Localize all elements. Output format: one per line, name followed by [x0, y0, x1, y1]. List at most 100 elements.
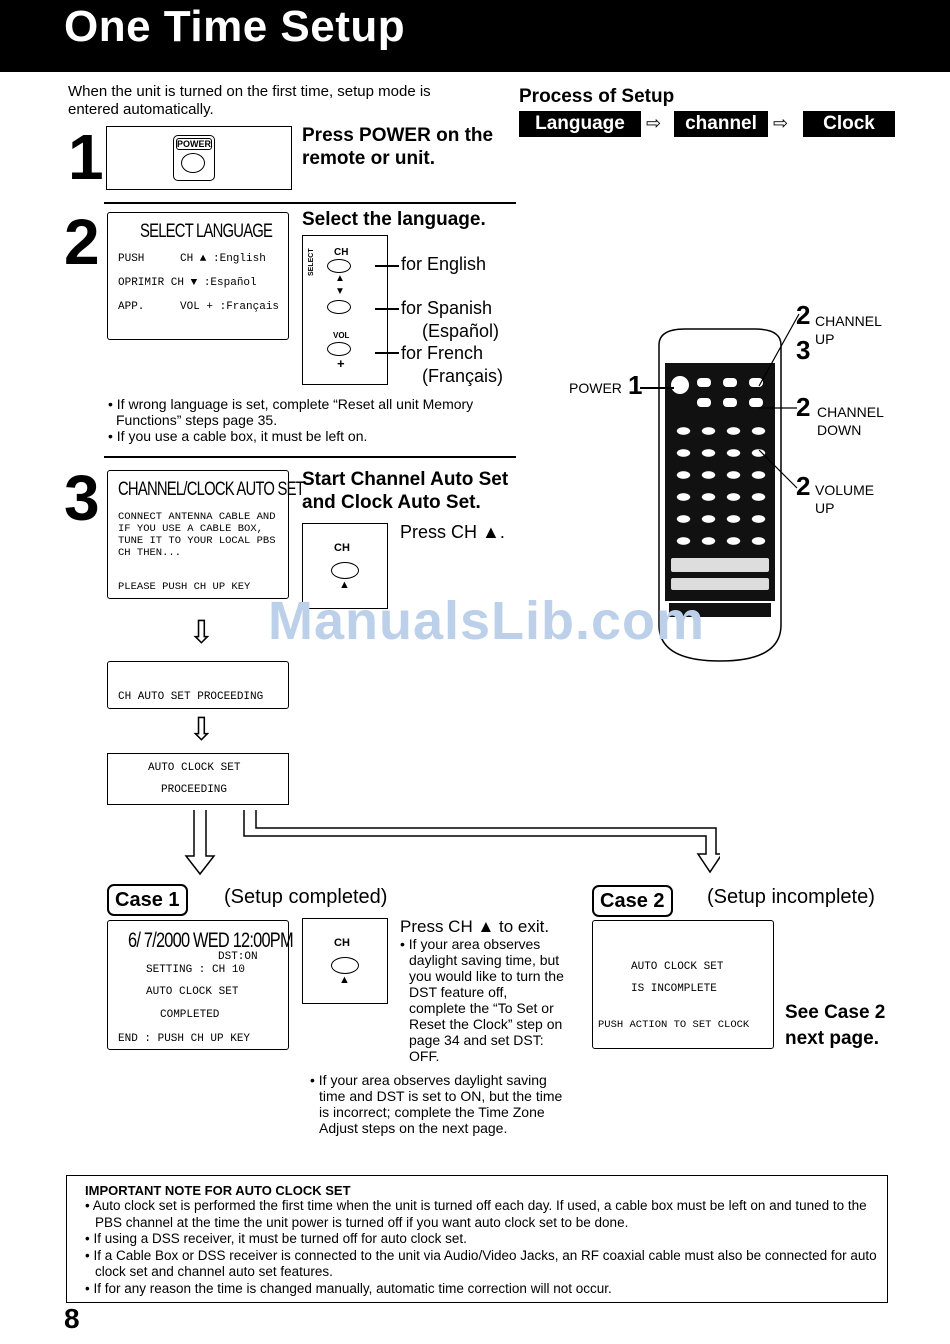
step-1-instruction: Press POWER on the remote or unit. [302, 125, 494, 169]
vol-up-label: VOLUME UP [815, 482, 875, 516]
note-title: IMPORTANT NOTE FOR AUTO CLOCK SET [85, 1183, 351, 1198]
screen-row: OPRIMIR CH ▼ :Español [118, 277, 257, 289]
francais-label: (Français) [422, 366, 504, 386]
screen-row-text: APP. [118, 301, 145, 313]
power-button-icon [671, 376, 689, 394]
remote-button-icon [749, 398, 763, 407]
case-2-screen: AUTO CLOCK SET IS INCOMPLETE PUSH ACTION… [592, 920, 774, 1049]
remote-button-grid [667, 366, 773, 600]
case-2-status: (Setup incomplete) [707, 886, 875, 908]
tz-note: • If your area observes daylight saving … [310, 1072, 563, 1136]
screen-title: CHANNEL/CLOCK AUTO SET [118, 479, 305, 500]
process-step-clock: Clock [803, 111, 895, 137]
leader-line [375, 265, 399, 267]
page-number: 8 [64, 1303, 80, 1334]
screen-row-text: PUSH [118, 253, 145, 265]
note-item: If for any reason the time is changed ma… [81, 1281, 877, 1298]
power-button-label: POWER [176, 138, 212, 150]
see-case-2: See Case 2 next page. [785, 1002, 886, 1049]
note-item: If a Cable Box or DSS receiver is connec… [81, 1248, 877, 1281]
screen-row-text: CH ▲ :English [180, 253, 266, 265]
ch-up-button-icon [327, 259, 351, 273]
vol-up-button-icon [327, 342, 351, 356]
screen-row: APP. VOL + :Français [118, 301, 288, 313]
arrow-right-icon: ⇨ [646, 113, 662, 133]
ch-up-label: CHANNEL UP [815, 313, 882, 347]
process-step-language: Language [519, 111, 641, 137]
step-1-panel: POWER [106, 126, 292, 190]
ch-auto-set-screen: CH AUTO SET PROCEEDING [107, 661, 289, 709]
divider [104, 202, 516, 204]
intro-text: When the unit is turned on the first tim… [68, 83, 431, 118]
important-note-box: IMPORTANT NOTE FOR AUTO CLOCK SET Auto c… [66, 1175, 888, 1303]
auto-clock-set-screen: AUTO CLOCK SET PROCEEDING [107, 753, 289, 805]
remote-button-icon [723, 398, 737, 407]
step-2-note: • If wrong language is set, complete “Re… [108, 396, 474, 444]
case-1-label: Case 1 [107, 884, 188, 916]
case-2-label: Case 2 [592, 885, 673, 917]
power-button-illustration: POWER [173, 135, 215, 181]
ch-down-button-icon [327, 300, 351, 314]
screen-body: CONNECT ANTENNA CABLE AND IF YOU USE A C… [118, 511, 276, 559]
screen-text: PUSH ACTION TO SET CLOCK [598, 1019, 750, 1031]
step-2-instruction: Select the language. [302, 209, 486, 230]
note-text: If you use a cable box, it must be left … [116, 428, 368, 444]
espanol-label: (Español) [422, 321, 500, 341]
screen-end: END : PUSH CH UP KEY [118, 1033, 251, 1045]
note-text: If your area observes daylight saving ti… [318, 1072, 563, 1136]
ch-up-button-icon [331, 562, 359, 579]
step-2-button-panel: CH SELECT ▲ ▼ VOL + [302, 235, 399, 385]
up-triangle-icon: ▲ [339, 974, 350, 986]
ch-label: CH [334, 247, 349, 258]
screen-text: AUTO CLOCK SET [148, 762, 241, 774]
up-triangle-icon: ▲ [335, 273, 345, 284]
screen-row: PUSH CH ▲ :English [118, 253, 288, 265]
note-item: If using a DSS receiver, it must be turn… [81, 1231, 877, 1248]
leader-line [640, 387, 674, 389]
note-list: Auto clock set is performed the first ti… [81, 1198, 877, 1297]
vol-label: VOL [333, 331, 350, 340]
screen-footer: PLEASE PUSH CH UP KEY [118, 581, 251, 593]
case-1-button-panel: CH ▲ [302, 918, 388, 1004]
ch-label: CH [334, 937, 350, 949]
watermark-text: ManualsLib.com [268, 591, 706, 651]
down-arrow-icon: ⇩ [188, 711, 215, 747]
arrow-right-icon: ⇨ [773, 113, 789, 133]
vol-up-num: 2 [796, 471, 811, 501]
remote-button-icon [697, 378, 711, 387]
for-english-label: for English [401, 254, 487, 274]
remote-power-label: POWER [569, 380, 622, 396]
ch-label: CH [334, 542, 350, 554]
down-triangle-icon: ▼ [335, 286, 345, 297]
remote-button-icon [671, 578, 769, 590]
flow-arrows [184, 810, 720, 876]
divider [104, 456, 516, 458]
remote-button-icon [697, 398, 711, 407]
step-2-screen: SELECT LANGUAGE PUSH CH ▲ :English OPRIM… [107, 212, 289, 340]
dst-note: • If your area observes daylight saving … [400, 936, 564, 1064]
remote-power-num: 1 [628, 370, 643, 400]
process-title: Process of Setup [519, 86, 675, 107]
step-1-number: 1 [68, 121, 104, 193]
ch-down-num: 2 [796, 392, 811, 422]
callout-lines [758, 313, 800, 489]
step-3-button-panel: CH ▲ [302, 523, 388, 609]
screen-dst: DST:ON [218, 951, 258, 963]
process-step-channel: channel [674, 111, 768, 137]
screen-row-text: VOL + :Français [180, 301, 280, 313]
note-text: If wrong language is set, complete “Rese… [116, 396, 474, 428]
case-1-status: (Setup completed) [224, 886, 388, 908]
ch-down-label: CHANNEL DOWN [817, 404, 884, 438]
note-item: Auto clock set is performed the first ti… [81, 1198, 877, 1231]
remote-button-icon [671, 558, 769, 572]
screen-text: IS INCOMPLETE [631, 983, 717, 995]
up-triangle-icon: ▲ [339, 579, 350, 591]
screen-text: PROCEEDING [161, 784, 228, 796]
case-1-screen: 6/ 7/2000 WED 12:00PM DST:ON SETTING : C… [107, 920, 294, 1050]
screen-acs: AUTO CLOCK SET [146, 986, 239, 998]
step-3-number: 3 [64, 462, 100, 534]
step-3-screen: CHANNEL/CLOCK AUTO SET CONNECT ANTENNA C… [107, 470, 305, 599]
ch-up-button-icon [331, 957, 359, 974]
page-title: One Time Setup [64, 2, 406, 51]
power-button-icon [181, 153, 205, 173]
